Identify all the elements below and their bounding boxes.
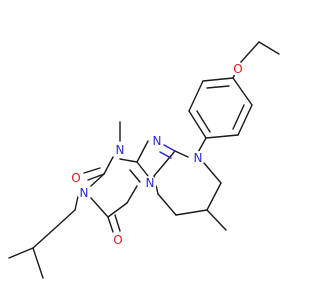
bond-n-c (174, 150, 189, 158)
carbonyl-oxygen-2-label: O (71, 171, 80, 185)
imine-nitrogen-label: N (153, 134, 162, 148)
bond-ethyl-ch2 (240, 41, 260, 63)
bond-pyrimidine (90, 197, 109, 218)
aryl-nitrogen-label: N (194, 151, 203, 165)
bond-ring (157, 193, 177, 216)
isopentyl-nitrogen-label: N (80, 186, 89, 200)
bond-pyrimidine (126, 185, 138, 204)
bond-benzene (188, 110, 207, 139)
label-backdrop (77, 186, 91, 200)
bond-benzene-double (196, 110, 211, 133)
bond-benzene (232, 77, 253, 106)
bond-ring (206, 182, 222, 211)
bond-ethyl-ch3 (258, 41, 280, 55)
label-backdrop (69, 171, 83, 185)
label-backdrop (150, 134, 164, 148)
bond-chain (32, 247, 44, 279)
bond-benzene (237, 104, 253, 136)
bond-layer (8, 41, 280, 279)
bond-imidazole-cn-double (163, 144, 176, 152)
bond-carbonyl-2 (87, 173, 105, 181)
bond-carbonyl-4-double (114, 214, 121, 232)
bond-carbonyl-2-double (83, 167, 101, 174)
label-backdrop (143, 176, 157, 190)
bond-benzene (202, 77, 234, 82)
bond-imidazole-double (129, 169, 141, 183)
bond-pyrimidine (119, 158, 138, 163)
bond-benzene-double (232, 104, 245, 130)
atom-layer: O N N N N N O O (69, 62, 245, 247)
bond-imidazole (136, 161, 149, 177)
label-backdrop (191, 151, 205, 165)
ether-oxygen-label: O (233, 62, 242, 76)
bond-ring (203, 162, 222, 184)
carbonyl-oxygen-4-label: O (113, 233, 122, 247)
bond-pyrimidine (103, 156, 114, 175)
bond-benzene-double (206, 85, 230, 89)
bond-pyrimidine (107, 202, 128, 218)
bond-imidazole-cn-double (159, 151, 172, 159)
fused-nitrogen-label: N (146, 176, 155, 190)
bond-chain (8, 247, 34, 259)
label-backdrop (111, 233, 125, 247)
bond-imidazole (136, 140, 149, 163)
bond-chain (52, 209, 76, 231)
label-backdrop (113, 143, 127, 157)
bond-benzene (188, 80, 204, 112)
methyl-nitrogen-label: N (116, 143, 125, 157)
bond-pyrimidine (90, 173, 105, 187)
bond-ring (175, 209, 208, 216)
bond-benzene (205, 134, 239, 139)
bond-carbonyl-4 (107, 216, 114, 233)
label-backdrop (231, 62, 245, 76)
bond-chain (32, 229, 54, 249)
bond-imidazole (153, 150, 176, 177)
molecule-structure: O N N N N N O O (8, 41, 280, 279)
bond-methyl (206, 209, 227, 231)
